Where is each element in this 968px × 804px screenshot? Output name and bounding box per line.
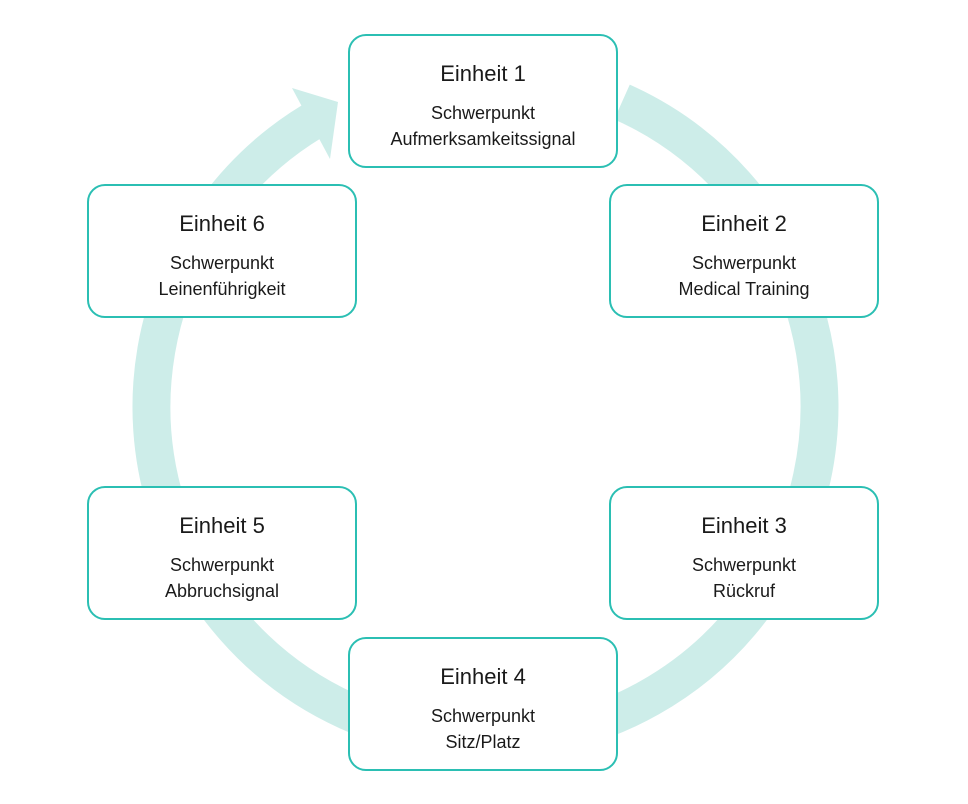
unit-title: Einheit 6 [179, 211, 265, 236]
cycle-arrow-head-icon [292, 88, 338, 159]
unit-title: Einheit 4 [440, 664, 526, 689]
unit-card-4: Einheit 4 Schwerpunkt Sitz/Platz [348, 637, 618, 771]
unit-topic: Sitz/Platz [445, 732, 521, 752]
unit-topic: Leinenführigkeit [158, 279, 286, 299]
unit-topic: Rückruf [712, 581, 775, 601]
unit-card-2: Einheit 2 Schwerpunkt Medical Training [609, 184, 879, 318]
unit-card-6: Einheit 6 Schwerpunkt Leinenführigkeit [87, 184, 357, 318]
unit-topic: Abbruchsignal [164, 581, 280, 601]
unit-focus-label: Schwerpunkt [691, 555, 797, 575]
unit-title: Einheit 2 [701, 211, 787, 236]
unit-card-1: Einheit 1 Schwerpunkt Aufmerksamkeitssig… [348, 34, 618, 168]
unit-topic: Aufmerksamkeitssignal [390, 129, 576, 149]
unit-card-3: Einheit 3 Schwerpunkt Rückruf [609, 486, 879, 620]
unit-title: Einheit 5 [179, 513, 265, 538]
unit-focus-label: Schwerpunkt [169, 253, 275, 273]
unit-focus-label: Schwerpunkt [691, 253, 797, 273]
unit-title: Einheit 1 [440, 61, 526, 86]
unit-title: Einheit 3 [701, 513, 787, 538]
unit-topic: Medical Training [678, 279, 810, 299]
unit-card-5: Einheit 5 Schwerpunkt Abbruchsignal [87, 486, 357, 620]
unit-focus-label: Schwerpunkt [430, 103, 536, 123]
unit-focus-label: Schwerpunkt [430, 706, 536, 726]
unit-focus-label: Schwerpunkt [169, 555, 275, 575]
